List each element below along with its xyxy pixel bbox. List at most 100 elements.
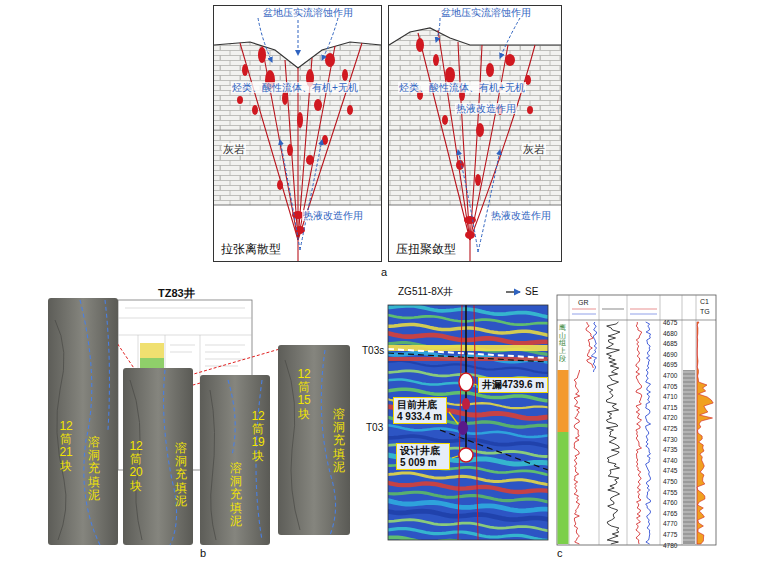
karst-cave (442, 115, 448, 125)
depth-tick: 4715 (663, 404, 677, 411)
depth-tick: 4770 (663, 520, 677, 527)
log-curve (586, 322, 593, 368)
art-shape (388, 353, 548, 362)
art-shape (240, 43, 298, 240)
litho-hatch (683, 376, 695, 377)
litho-hatch (683, 384, 695, 385)
art-shape (682, 295, 683, 545)
art-shape (452, 456, 458, 458)
depth-tick: 4780 (663, 542, 677, 549)
art-shape (80, 300, 100, 545)
karst-cave (486, 63, 494, 77)
art-shape (280, 140, 300, 250)
core-note: 溶洞充填泥 (175, 442, 187, 508)
art-shape (285, 360, 300, 530)
horizon-label: T03s (362, 345, 384, 356)
seismic-reflector (388, 492, 548, 502)
karst-cave (465, 231, 475, 239)
litho-hatch (683, 508, 695, 509)
karst-cave (242, 64, 248, 76)
art-shape (123, 368, 193, 545)
litho-hatch (683, 412, 695, 413)
litho-hatch (683, 452, 695, 453)
litho-hatch (683, 520, 695, 521)
art-shape (170, 345, 195, 346)
depth-tick: 4690 (663, 351, 677, 358)
depth-tick: 4695 (663, 361, 677, 368)
well-name: ZG511-8X井 (398, 286, 453, 297)
art-shape (388, 349, 548, 358)
karst-cave (297, 112, 303, 128)
node-text: 拉张离散型 (219, 241, 283, 258)
fluid-label: 烃类、酸性流体、有机+无机 (398, 82, 526, 93)
panel-letter: c (557, 547, 563, 559)
art-shape (205, 359, 245, 360)
litho-hatch (683, 484, 695, 485)
art-shape (569, 295, 570, 545)
litho-hatch (683, 492, 695, 493)
depth-tick: 4675 (663, 319, 677, 326)
art-shape (696, 295, 697, 545)
depth-tick: 4740 (663, 457, 677, 464)
art-shape (458, 421, 468, 435)
art-shape (558, 370, 569, 432)
art-shape (683, 372, 695, 540)
depth-tick: 4725 (663, 425, 677, 432)
fluid-label: 烃类、酸性流体、有机+无机 (231, 82, 359, 93)
core-note: 溶洞充填泥 (230, 462, 242, 528)
art-shape (449, 412, 458, 424)
art-shape (449, 384, 477, 458)
art-shape (418, 33, 470, 240)
litho-hatch (683, 500, 695, 501)
litho-hatch (683, 432, 695, 433)
art-shape (205, 352, 240, 353)
log-curve (646, 322, 651, 544)
art-shape (228, 380, 235, 455)
art-shape (389, 28, 561, 205)
litho-hatch (683, 436, 695, 437)
karst-cave (525, 75, 531, 85)
panel-letter: b (200, 547, 206, 559)
core-number: 12筒15块 (296, 368, 312, 421)
karst-cave (527, 106, 533, 114)
karst-cave (464, 216, 476, 224)
litho-hatch (683, 476, 695, 477)
depth-tick: 4685 (663, 340, 677, 347)
core-number: 12筒19块 (250, 410, 266, 463)
litho-hatch (683, 408, 695, 409)
depth-tick: 4775 (663, 531, 677, 538)
art-shape (599, 295, 600, 545)
extension-model (214, 18, 381, 261)
karst-cave (342, 69, 348, 81)
core-panel (48, 298, 350, 545)
art-shape (459, 448, 473, 462)
log-curve (591, 322, 596, 372)
core-number: 12筒20块 (128, 440, 144, 493)
karst-cave (306, 155, 314, 165)
karst-cave (258, 47, 266, 63)
art-shape (388, 305, 548, 540)
art-shape (506, 291, 520, 292)
depth-tick: 4705 (663, 383, 677, 390)
art-shape (258, 18, 272, 62)
rock-label: 灰岩 (222, 143, 246, 155)
art-shape (298, 20, 299, 55)
litho-hatch (683, 444, 695, 445)
art-shape (683, 370, 695, 544)
litho-hatch (683, 528, 695, 529)
seismic-reflector (388, 482, 548, 492)
art-shape (572, 309, 596, 310)
art-shape (389, 28, 561, 45)
litho-hatch (683, 460, 695, 461)
log-curve (606, 322, 620, 544)
karst-cave (475, 174, 481, 186)
process-label: 热液改造作用 (455, 103, 517, 114)
art-shape (474, 384, 477, 385)
art-shape (416, 38, 533, 239)
art-shape (474, 305, 478, 540)
art-shape (262, 46, 298, 240)
litho-hatch (683, 440, 695, 441)
log-curve (574, 370, 580, 544)
direction-label: SE (525, 286, 538, 297)
depth-tick: 4745 (663, 467, 677, 474)
